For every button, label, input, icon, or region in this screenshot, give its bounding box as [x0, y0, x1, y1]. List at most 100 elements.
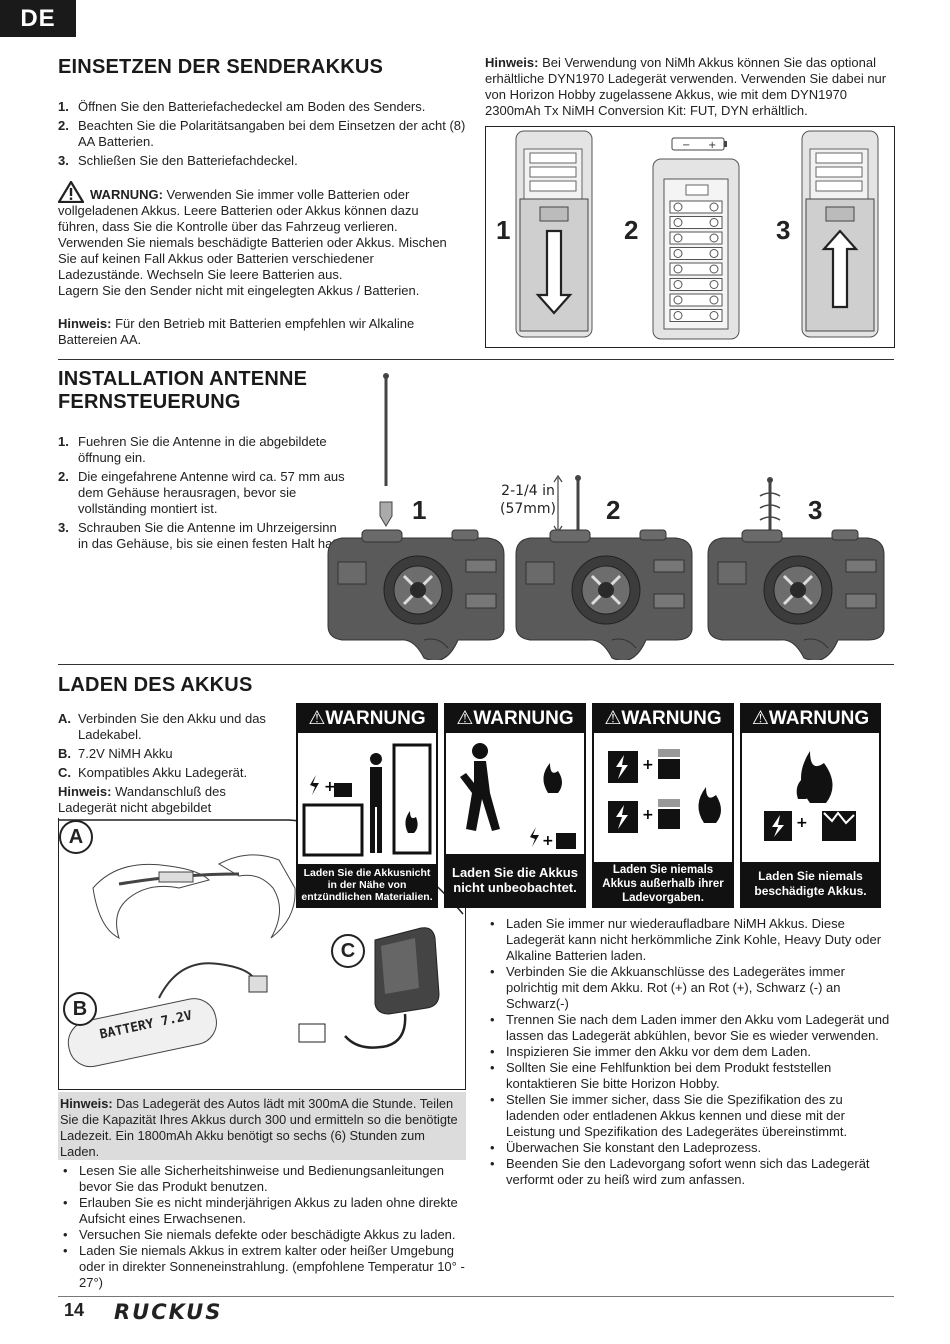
warning-sign-2: ⚠WARNUNG + Laden Sie die Akkus nicht unb…: [444, 703, 586, 908]
hint-label: Hinweis:: [58, 784, 112, 799]
polarity-mark: [709, 218, 719, 227]
language-tab: DE: [0, 0, 76, 37]
radio-transmitter: [707, 529, 885, 660]
polarity-mark: [673, 264, 683, 274]
divider-2: [58, 664, 894, 665]
step-text: Öffnen Sie den Batteriefachedeckel am Bo…: [78, 99, 426, 114]
sec3-items: A.Verbinden Sie den Akku und das Ladekab…: [58, 711, 278, 816]
aa-battery-icon: − +: [671, 137, 727, 151]
svg-text:+: +: [796, 815, 808, 831]
warning-caption-4: Laden Sie niemals beschädigte Akkus.: [742, 862, 879, 906]
bullet-item: Laden Sie niemals Akkus in extrem kalter…: [58, 1243, 468, 1291]
svg-text:+: +: [642, 807, 654, 823]
bullets-left: Lesen Sie alle Sicherheitshinweise und B…: [58, 1163, 468, 1291]
transmitter-battery-illustration: − +: [515, 130, 879, 340]
radio-transmitter: [515, 529, 693, 660]
warning-line-2: Lagern Sie den Sender nicht mit eingeleg…: [58, 283, 420, 298]
step-number: 2.: [58, 469, 69, 484]
svg-text:+: +: [708, 140, 716, 151]
battery-cell: [669, 293, 723, 307]
svg-text:+: +: [324, 779, 336, 795]
step-text: Die eingefahrene Antenne wird ca. 57 mm …: [78, 469, 345, 516]
warning-caption-2: Laden Sie die Akkus nicht unbeobachtet.: [446, 854, 584, 906]
bullet-item: Versuchen Sie niemals defekte oder besch…: [58, 1227, 468, 1243]
antenna-measure-label: 2-1/4 in (57mm): [500, 482, 556, 518]
radio-transmitters: [327, 529, 885, 660]
step-item: 3.Schrauben Sie die Antenne im Uhrzeiger…: [58, 520, 348, 552]
step-text: Kompatibles Akku Ladegerät.: [78, 765, 248, 780]
polarity-mark: [673, 295, 683, 305]
battery-cell: [669, 216, 723, 229]
step-item: 1.Öffnen Sie den Batteriefachedeckel am …: [58, 99, 468, 115]
bullet-item: Überwachen Sie konstant den Ladeprozess.: [485, 1140, 895, 1156]
fig-label-c: C: [331, 934, 365, 968]
battery-cell: [669, 231, 723, 245]
antenna-3: [759, 477, 781, 536]
step-text: Fuehren Sie die Antenne in die abgebilde…: [78, 434, 327, 465]
measure-line-2: (57mm): [500, 501, 557, 517]
brand-logo: RUCKUS: [114, 1300, 223, 1324]
bullets-right: Laden Sie immer nur wiederaufladbare NiM…: [485, 916, 895, 1188]
divider-1: [58, 359, 894, 360]
fig-number-1: 1: [412, 495, 427, 525]
flammable-materials-pictogram: +: [302, 743, 432, 857]
step-number: A.: [58, 711, 71, 726]
battery-installation-figure: − +: [485, 126, 895, 348]
step-item: 2.Beachten Sie die Polaritätsangaben bei…: [58, 118, 468, 150]
hint-text: Für den Betrieb mit Batterien empfehlen …: [58, 316, 415, 347]
polarity-mark: [709, 311, 719, 320]
polarity-mark: [673, 311, 683, 320]
warning-triangle-icon: [58, 181, 84, 203]
warning-label: WARNUNG:: [90, 187, 163, 202]
step-number: C.: [58, 765, 71, 780]
polarity-mark: [673, 280, 683, 289]
antenna-installation-figure: [327, 373, 885, 660]
warning-caption-1: Laden Sie die Akkusnicht in der Nähe von…: [298, 864, 436, 906]
warning-head: ⚠WARNUNG: [446, 705, 584, 733]
warning-triangle-icon: ⚠: [751, 708, 769, 729]
battery-cell: [669, 278, 723, 291]
warning-triangle-icon: ⚠: [456, 708, 474, 729]
unattended-pictogram: +: [460, 743, 576, 849]
warning-triangle-icon: ⚠: [308, 708, 326, 729]
warning-text: Verwenden Sie immer volle Batterien oder…: [58, 187, 419, 234]
step-item: B.7.2V NiMH Akku: [58, 746, 278, 762]
battery-cell: [669, 309, 723, 322]
step-text: Beachten Sie die Polaritätsangaben bei d…: [78, 118, 466, 149]
bullet-item: Stellen Sie immer sicher, dass Sie die S…: [485, 1092, 895, 1140]
page-number: 14: [64, 1300, 85, 1320]
polarity-mark: [709, 249, 719, 258]
svg-text:−: −: [682, 140, 690, 151]
hint-text: Das Ladegerät des Autos lädt mit 300mA d…: [60, 1096, 458, 1159]
polarity-mark: [709, 280, 719, 289]
sec2-steps: 1.Fuehren Sie die Antenne in die abgebil…: [58, 434, 348, 555]
title-line-1: INSTALLATION ANTENNE: [58, 368, 308, 390]
svg-text:+: +: [642, 757, 654, 773]
bullet-item: Beenden Sie den Ladevorgang sofort wenn …: [485, 1156, 895, 1188]
radio-transmitter: [327, 529, 505, 660]
polarity-mark: [709, 264, 719, 274]
polarity-mark: [673, 233, 683, 243]
step-item: A.Verbinden Sie den Akku und das Ladekab…: [58, 711, 278, 743]
section-title-antenne: INSTALLATION ANTENNE FERNSTEUERUNG: [58, 368, 307, 414]
step-item: 2. Die eingefahrene Antenne wird ca. 57 m…: [58, 469, 348, 517]
hint-label: Hinweis:: [58, 316, 112, 331]
hint-label: Hinweis:: [485, 55, 539, 70]
sec1-right-hint: Hinweis: Bei Verwendung von NiMh Akkus k…: [485, 55, 890, 119]
hint-text: Wandanschluß des Ladegerät nicht abgebil…: [58, 784, 226, 815]
step-text: Schließen Sie den Batteriefachdeckel.: [78, 153, 298, 168]
damaged-battery-pictogram: +: [764, 751, 856, 841]
warning-line-1: Verwenden Sie niemals beschädigte Batter…: [58, 235, 447, 282]
title-line-2: FERNSTEUERUNG: [58, 391, 241, 413]
warning-head: ⚠WARNUNG: [742, 705, 879, 733]
fig-number-3: 3: [776, 215, 791, 245]
hint-text: Bei Verwendung von NiMh Akkus können Sie…: [485, 55, 887, 118]
bullet-item: Laden Sie immer nur wiederaufladbare NiM…: [485, 916, 895, 964]
bullet-item: Erlauben Sie es nicht minderjährigen Akk…: [58, 1195, 468, 1227]
polarity-mark: [709, 202, 719, 212]
section-title-laden: LADEN DES AKKUS: [58, 674, 253, 696]
section-title-senderakkus: EINSETZEN DER SENDERAKKUS: [58, 56, 384, 78]
warning-sign-4: ⚠WARNUNG + Laden Sie niemals beschädigte…: [740, 703, 881, 908]
bullet-item: Verbinden Sie die Akkuanschlüsse des Lad…: [485, 964, 895, 1012]
fig-label-a: A: [59, 820, 93, 854]
